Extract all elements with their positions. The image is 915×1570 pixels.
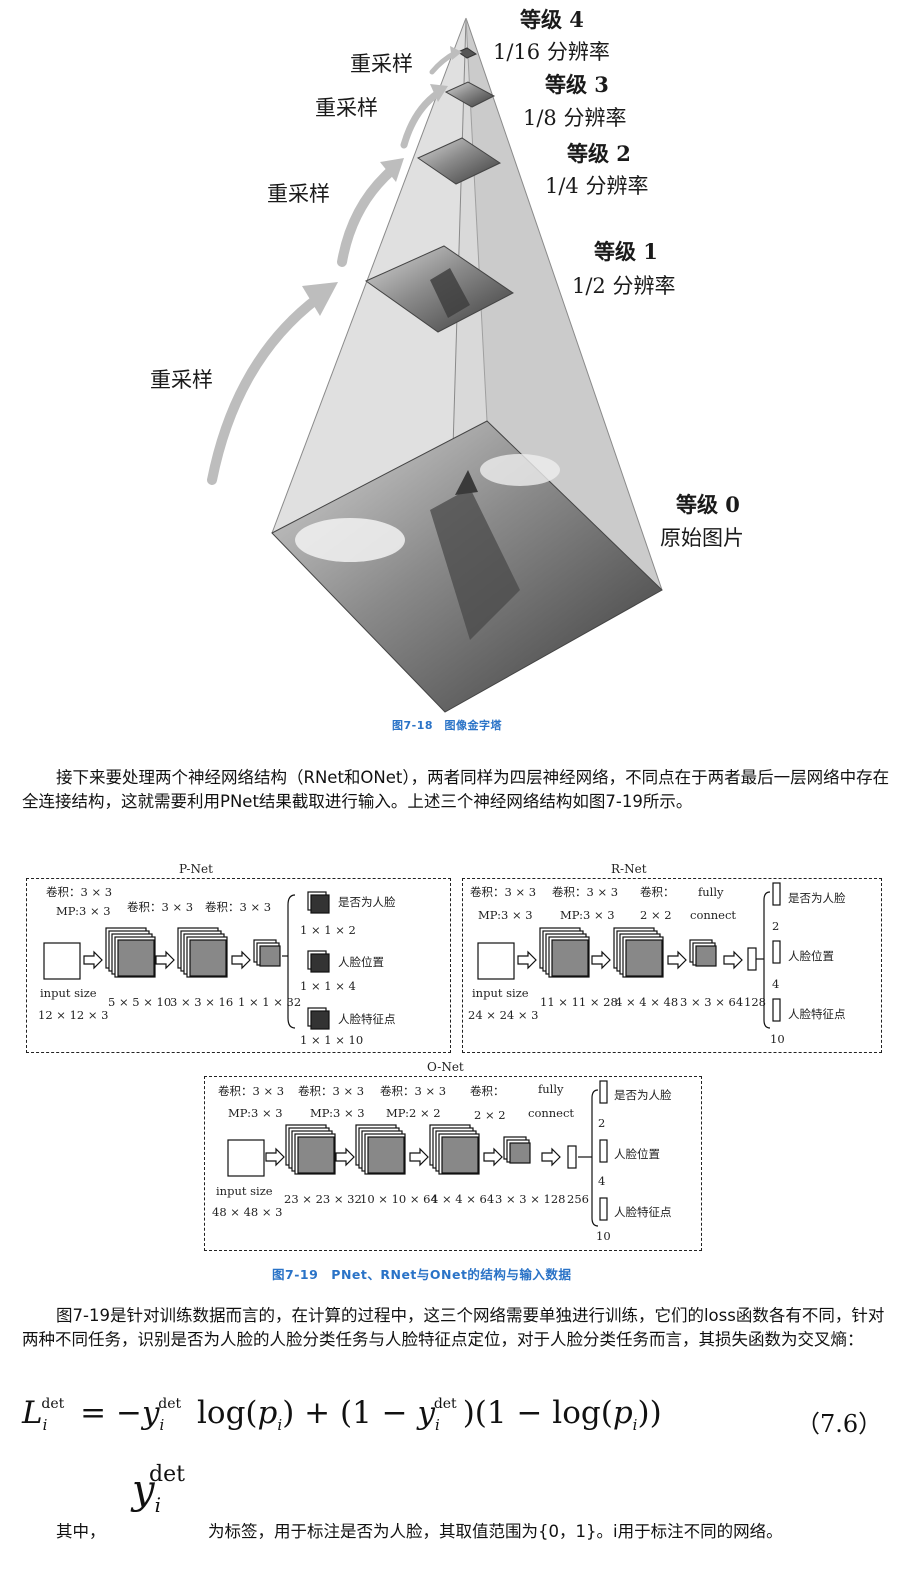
rnet-n1: 2 xyxy=(772,919,780,933)
rnet-conv3: 卷积： xyxy=(640,885,675,899)
level-2-image xyxy=(416,137,502,185)
pnet-dim3: 1 × 1 × 32 xyxy=(238,995,302,1009)
onet-n2: 4 xyxy=(598,1174,606,1188)
rnet-title: R-Net xyxy=(608,862,650,876)
level-2-label: 等级 2 xyxy=(567,141,631,166)
level-3-resolution: 1/8 分辨率 xyxy=(523,106,627,130)
rnet-conv1: 卷积：3 × 3 xyxy=(470,885,537,899)
onet-title: O-Net xyxy=(424,1060,467,1074)
pnet-out3: 人脸特征点 xyxy=(338,1012,396,1026)
rnet-conv2: 卷积：3 × 3 xyxy=(552,885,619,899)
level-0-image xyxy=(271,420,663,713)
figure-caption: 图7-19 PNet、RNet与ONet的结构与输入数据 xyxy=(272,1267,572,1282)
level-3-image xyxy=(444,81,496,108)
onet-n1: 2 xyxy=(598,1116,606,1130)
onet-input-label: input size xyxy=(216,1184,273,1198)
pnet-out2-dim: 1 × 1 × 4 xyxy=(300,979,356,993)
onet-dim4: 3 × 3 × 128 xyxy=(495,1192,566,1206)
level-3-label: 等级 3 xyxy=(545,72,609,97)
onet-connect: connect xyxy=(528,1106,575,1120)
pnet-conv3: 卷积：3 × 3 xyxy=(205,900,272,914)
image-pyramid-figure xyxy=(207,17,663,713)
pnet-out1: 是否为人脸 xyxy=(338,895,396,909)
level-0-label: 等级 0 xyxy=(676,492,740,517)
onet-k4: 2 × 2 xyxy=(474,1108,506,1122)
pnet-dim2: 3 × 3 × 16 xyxy=(170,995,234,1009)
pnet-conv2: 卷积：3 × 3 xyxy=(127,900,194,914)
rnet-box xyxy=(462,878,882,1053)
onet-conv3: 卷积：3 × 3 xyxy=(380,1084,447,1098)
resample-label: 重采样 xyxy=(315,96,378,120)
onet-fully: fully xyxy=(538,1082,564,1096)
paragraph: 接下来要处理两个神经网络结构（RNet和ONet），两者同样为四层神经网络，不同… xyxy=(22,768,890,811)
level-1-resolution: 1/2 分辨率 xyxy=(572,274,676,298)
resample-arrow-3 xyxy=(400,89,442,149)
figure-caption: 图7-18 图像金字塔 xyxy=(392,719,503,732)
pnet-dim1: 5 × 5 × 10 xyxy=(108,995,172,1009)
rnet-out1: 是否为人脸 xyxy=(788,891,846,905)
onet-mp1: MP:3 × 3 xyxy=(228,1106,283,1120)
level-1-label: 等级 1 xyxy=(594,239,658,264)
level-0-description: 原始图片 xyxy=(660,526,744,550)
pnet-title: P-Net xyxy=(176,862,216,876)
rnet-mp2: MP:3 × 3 xyxy=(560,908,615,922)
loss-equation: Lidet = −yidet log(pi) + (1 − yidet)(1 −… xyxy=(22,1395,662,1435)
resample-arrow-2 xyxy=(337,165,397,267)
onet-input-dim: 48 × 48 × 3 xyxy=(212,1205,283,1219)
paragraph-prefix: 其中， xyxy=(56,1522,106,1541)
level-1-image xyxy=(364,245,514,333)
onet-box xyxy=(204,1076,702,1251)
rnet-dim4: 128 xyxy=(744,995,766,1009)
onet-n3: 10 xyxy=(596,1229,611,1243)
pnet-out1-dim: 1 × 1 × 2 xyxy=(300,923,356,937)
onet-dim2: 10 × 10 × 64 xyxy=(360,1192,438,1206)
rnet-fully: fully xyxy=(698,885,724,899)
equation-number: （7.6） xyxy=(796,1410,883,1438)
resample-arrow-1 xyxy=(207,293,323,485)
resample-label: 重采样 xyxy=(267,182,330,206)
rnet-dim3: 3 × 3 × 64 xyxy=(680,995,744,1009)
pnet-mp1: MP:3 × 3 xyxy=(56,904,111,918)
onet-mp2: MP:3 × 3 xyxy=(310,1106,365,1120)
onet-conv4: 卷积： xyxy=(470,1084,505,1098)
rnet-dim2: 4 × 4 × 48 xyxy=(615,995,679,1009)
rnet-input-label: input size xyxy=(472,986,529,1000)
resample-label: 重采样 xyxy=(350,52,413,76)
onet-dim5: 256 xyxy=(567,1192,589,1206)
rnet-out2: 人脸位置 xyxy=(788,949,834,963)
rnet-connect: connect xyxy=(690,908,737,922)
onet-out1: 是否为人脸 xyxy=(614,1088,672,1102)
level-2-resolution: 1/4 分辨率 xyxy=(545,174,649,198)
pnet-input-label: input size xyxy=(40,986,97,1000)
rnet-n3: 10 xyxy=(770,1032,785,1046)
pnet-out3-dim: 1 × 1 × 10 xyxy=(300,1033,364,1047)
rnet-input-dim: 24 × 24 × 3 xyxy=(468,1008,539,1022)
level-4-resolution: 1/16 分辨率 xyxy=(493,40,610,64)
level-4-image xyxy=(456,47,478,59)
pnet-box xyxy=(26,878,451,1053)
onet-out2: 人脸位置 xyxy=(614,1147,660,1161)
label-symbol: yidet xyxy=(132,1461,185,1517)
onet-conv1: 卷积：3 × 3 xyxy=(218,1084,285,1098)
paragraph-suffix: 为标签，用于标注是否为人脸，其取值范围为{0，1}。i用于标注不同的网络。 xyxy=(208,1522,783,1541)
rnet-mp1: MP:3 × 3 xyxy=(478,908,533,922)
level-4-label: 等级 4 xyxy=(520,7,584,32)
onet-dim1: 23 × 23 × 32 xyxy=(284,1192,362,1206)
rnet-dim1: 11 × 11 × 28 xyxy=(540,995,618,1009)
rnet-k3: 2 × 2 xyxy=(640,908,672,922)
onet-out3: 人脸特征点 xyxy=(614,1205,672,1219)
onet-mp3: MP:2 × 2 xyxy=(386,1106,441,1120)
paragraph: 图7-19是针对训练数据而言的，在计算的过程中，这三个网络需要单独进行训练，它们… xyxy=(22,1306,885,1349)
onet-conv2: 卷积：3 × 3 xyxy=(298,1084,365,1098)
rnet-out3: 人脸特征点 xyxy=(788,1007,846,1021)
rnet-n2: 4 xyxy=(772,977,780,991)
resample-label: 重采样 xyxy=(150,368,213,392)
pnet-input-dim: 12 × 12 × 3 xyxy=(38,1008,109,1022)
pnet-conv1: 卷积：3 × 3 xyxy=(46,885,113,899)
pnet-out2: 人脸位置 xyxy=(338,955,384,969)
onet-dim3: 4 × 4 × 64 xyxy=(431,1192,495,1206)
